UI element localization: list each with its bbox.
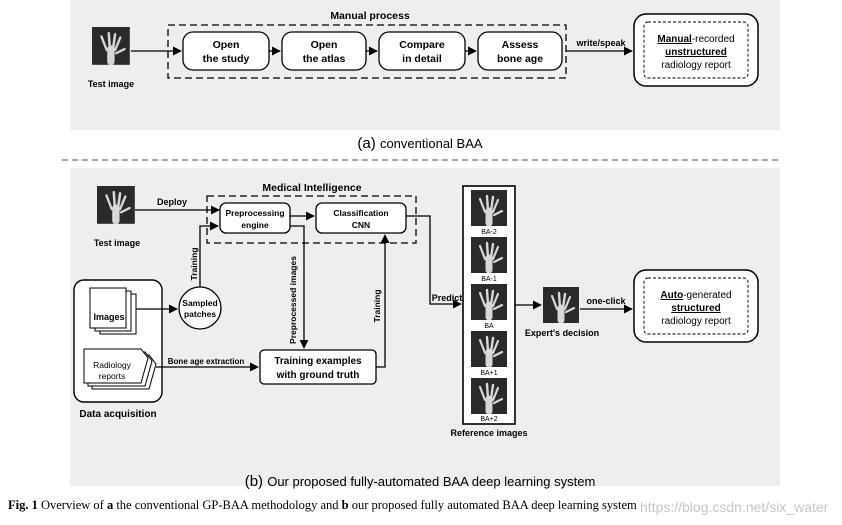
reference-image-ba-minus-2 — [471, 190, 507, 226]
data-acquisition-label: Data acquisition — [79, 409, 156, 420]
step-box-compare: Compare in detail — [378, 31, 466, 71]
caption-letter-b: b — [341, 498, 349, 512]
sampled-patches-line1: Sampled — [182, 298, 217, 308]
test-image-a-label: Test image — [88, 79, 134, 89]
reference-label-ba: BA — [484, 323, 494, 330]
test-image-a-xray-icon — [92, 27, 130, 65]
caption-text-1: Overview of — [40, 498, 104, 512]
test-image-b-xray-icon — [97, 186, 135, 224]
training-examples-line1: Training examples — [274, 356, 362, 367]
experts-decision-label: Expert's decision — [525, 328, 599, 338]
arrow-predict — [406, 215, 462, 309]
caption-text-2: the conventional GP-BAA methodology and — [116, 498, 339, 512]
reference-image-ba-plus-2 — [471, 378, 507, 414]
radiology-reports-line1: Radiology — [93, 360, 132, 370]
manual-report-line3: radiology report — [661, 60, 731, 71]
preprocessing-line1: Preprocessing — [225, 208, 284, 218]
arrow-preprocessed-images — [290, 225, 309, 349]
manual-report-line1: Manual-recorded — [657, 34, 734, 45]
auto-report-line2: structured — [671, 303, 720, 314]
step-open-study-line2: the study — [203, 53, 250, 65]
reference-label-ba-minus-1: BA-1 — [481, 276, 497, 283]
caption-a: (a) conventional BAA — [357, 135, 482, 152]
medical-intelligence-dashed-box — [206, 195, 417, 244]
step-assess-line2: bone age — [497, 53, 543, 65]
reference-image-ba-plus-1 — [471, 331, 507, 367]
part-b: Test image Deploy Medical Intelligence P… — [73, 182, 759, 490]
reference-label-ba-minus-2: BA-2 — [481, 229, 497, 236]
step-open-atlas-line1: Open — [311, 39, 338, 51]
manual-process-label: Manual process — [330, 10, 410, 22]
step-compare-line1: Compare — [399, 39, 445, 51]
step-assess-line1: Assess — [502, 39, 539, 51]
watermark: https://blog.csdn.net/six_water — [640, 499, 829, 515]
sampled-patches-circle: Sampled patches — [178, 286, 222, 330]
step-box-open-atlas: Open the atlas — [281, 31, 367, 71]
predict-label: Predict — [432, 293, 463, 303]
bone-age-extraction-label: Bone age extraction — [168, 357, 245, 366]
deploy-label: Deploy — [157, 197, 187, 207]
reference-label-ba-plus-2: BA+2 — [480, 416, 497, 423]
preprocessed-images-label: Preprocessed images — [288, 256, 298, 344]
reference-image-ba — [471, 284, 507, 320]
step-open-study-line1: Open — [213, 39, 240, 51]
reference-label-ba-plus-1: BA+1 — [480, 370, 497, 377]
training-examples-line2: with ground truth — [276, 370, 360, 381]
expert-decision-xray-icon — [543, 287, 579, 323]
step-open-atlas-line2: the atlas — [303, 53, 346, 65]
step-compare-line2: in detail — [402, 53, 442, 65]
arrow-training-to-cnn — [376, 234, 390, 368]
medical-intelligence-label: Medical Intelligence — [262, 182, 361, 194]
auto-report-line1: Auto-generated — [660, 290, 731, 301]
auto-report-line3: radiology report — [661, 316, 731, 327]
reference-image-ba-minus-1 — [471, 237, 507, 273]
reference-images-label: Reference images — [450, 428, 527, 438]
training-examples-box: Training examples with ground truth — [259, 349, 377, 385]
caption-fig-number: Fig. 1 — [8, 498, 38, 512]
caption-text-3: our proposed fully automated BAA deep le… — [351, 498, 637, 512]
sampled-patches-line2: patches — [184, 309, 216, 319]
figure-caption: Fig. 1 Overview of a the conventional GP… — [8, 498, 637, 513]
radiology-reports-line2: reports — [99, 371, 125, 381]
radiology-reports-stack: Radiology reports — [83, 348, 157, 390]
training-right-label: Training — [372, 289, 382, 322]
caption-b: (b) Our proposed fully-automated BAA dee… — [245, 473, 596, 490]
manual-report-line2: unstructured — [665, 47, 727, 58]
step-box-assess: Assess bone age — [477, 31, 563, 71]
classification-cnn-box: Classification CNN — [315, 202, 407, 234]
classification-line2: CNN — [352, 220, 370, 230]
step-box-open-study: Open the study — [182, 31, 270, 71]
write-speak-label: write/speak — [575, 38, 626, 48]
training-left-label: Training — [189, 247, 199, 280]
one-click-label: one-click — [586, 296, 626, 306]
classification-line1: Classification — [333, 208, 388, 218]
part-a: Test image Manual process Open the study… — [88, 10, 759, 152]
images-label: Images — [93, 312, 124, 322]
test-image-b-label: Test image — [94, 238, 140, 248]
arrow-patches-to-preprocessing — [199, 221, 219, 287]
manual-report-box: Manual-recorded unstructured radiology r… — [633, 13, 759, 87]
preprocessing-line2: engine — [241, 220, 269, 230]
images-stack: Images — [89, 287, 137, 335]
auto-report-box: Auto-generated structured radiology repo… — [633, 269, 759, 343]
caption-letter-a: a — [106, 498, 114, 512]
preprocessing-engine-box: Preprocessing engine — [219, 202, 291, 234]
